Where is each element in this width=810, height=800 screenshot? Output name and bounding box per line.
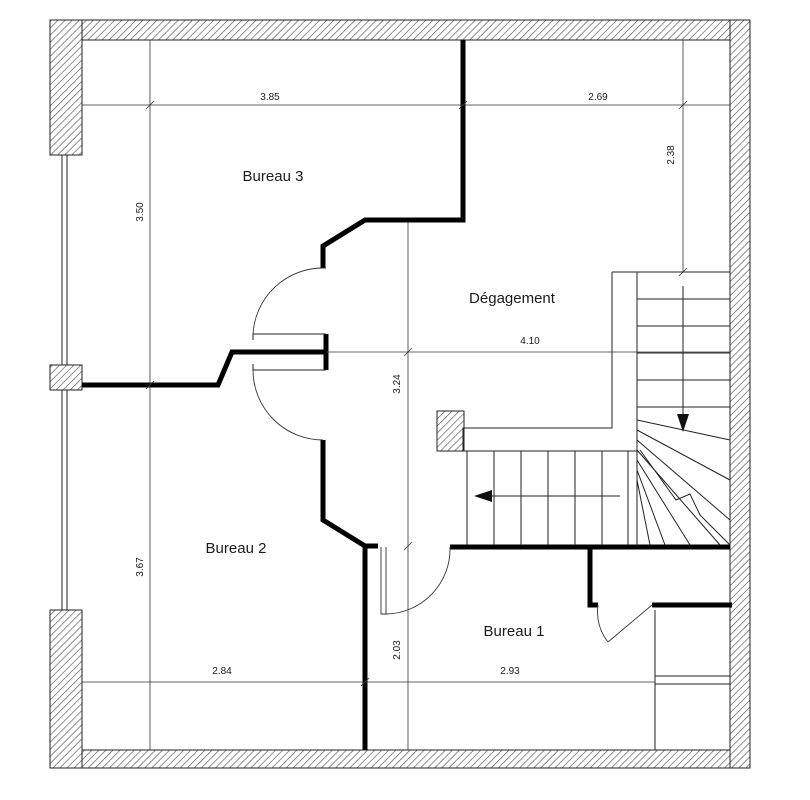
stair-steps-winder [636, 419, 731, 546]
outer-walls [49, 19, 751, 769]
interior-walls [82, 40, 732, 750]
dim-bureau1-height: 2.03 [392, 640, 403, 660]
windows [61, 155, 68, 610]
room-label-degagement: Dégagement [469, 290, 556, 307]
dim-bureau3-width: 3.85 [260, 92, 280, 103]
dim-degagement-top-height: 2.38 [666, 145, 677, 165]
room-label-bureau2: Bureau 2 [206, 540, 267, 557]
dim-bureau1-width: 2.93 [500, 666, 520, 677]
door-closet [597, 604, 653, 643]
closet-lines [654, 610, 730, 750]
dim-degagement-top-width: 2.69 [588, 92, 608, 103]
arrow-down-icon [677, 414, 689, 432]
staircase [462, 271, 731, 547]
stair-steps-lower [493, 451, 629, 545]
door-bureau2 [252, 369, 324, 441]
room-label-bureau3: Bureau 3 [243, 168, 304, 185]
door-bureau3 [252, 267, 326, 335]
room-label-bureau1: Bureau 1 [484, 623, 545, 640]
door-frames [252, 333, 326, 371]
pillar [436, 410, 465, 452]
dim-bureau3-height: 3.50 [135, 202, 146, 222]
arrow-left-icon [474, 490, 492, 502]
stair-break-line [639, 449, 731, 546]
dimension-ticks [145, 100, 688, 687]
dim-bureau2-height: 3.67 [135, 557, 146, 577]
dim-degagement-width: 4.10 [520, 336, 540, 347]
dim-degagement-height: 3.24 [392, 374, 403, 394]
doors [252, 267, 653, 643]
door-bureau1 [380, 546, 451, 615]
dim-bureau2-width: 2.84 [212, 666, 232, 677]
dimension-lines [82, 40, 730, 750]
